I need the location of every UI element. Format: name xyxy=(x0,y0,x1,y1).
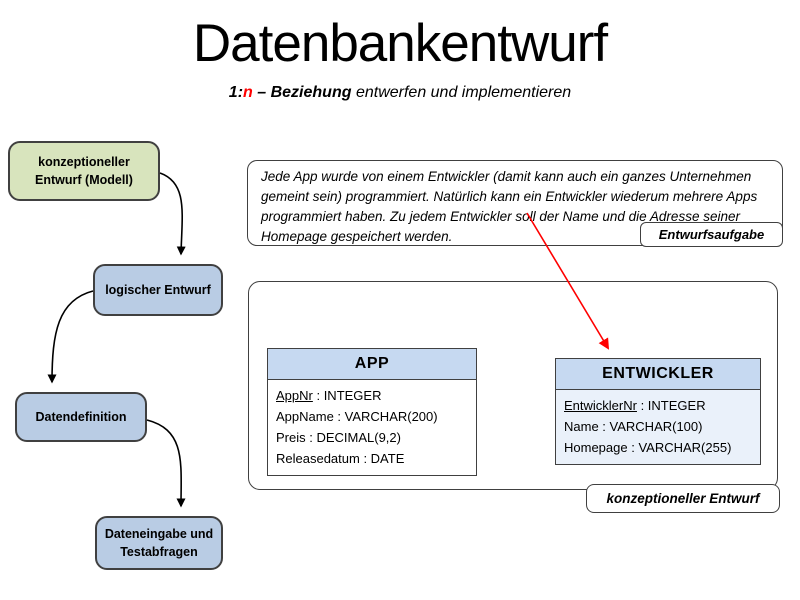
task-note-box: Jede App wurde von einem Entwickler (dam… xyxy=(247,160,783,246)
attribute-row: EntwicklerNr : INTEGER xyxy=(564,395,752,416)
flow-step-konzeptioneller-entwurf: konzeptioneller Entwurf (Modell) xyxy=(8,141,160,201)
entity-table-entwickler: ENTWICKLER EntwicklerNr : INTEGER Name :… xyxy=(555,358,761,465)
flow-step-label-line2: Entwurf (Modell) xyxy=(35,173,133,187)
attribute-row: AppName : VARCHAR(200) xyxy=(276,406,468,427)
attribute-type: : VARCHAR(100) xyxy=(598,419,703,434)
attribute-name: Name xyxy=(564,419,599,434)
attribute-name: AppName xyxy=(276,409,334,424)
entity-table-app-attributes: AppNr : INTEGER AppName : VARCHAR(200) P… xyxy=(268,380,476,475)
entity-table-entwickler-title: ENTWICKLER xyxy=(556,359,760,390)
flow-step-label: logischer Entwurf xyxy=(105,282,211,297)
attribute-row: Homepage : VARCHAR(255) xyxy=(564,437,752,458)
flow-step-dateneingabe: Dateneingabe und Testabfragen xyxy=(95,516,223,570)
attribute-row: Preis : DECIMAL(9,2) xyxy=(276,427,468,448)
attribute-type: : DECIMAL(9,2) xyxy=(305,430,401,445)
entity-table-entwickler-attributes: EntwicklerNr : INTEGER Name : VARCHAR(10… xyxy=(556,390,760,464)
arrow-step2-to-step3 xyxy=(47,290,94,384)
entity-table-app-title: APP xyxy=(268,349,476,380)
page-subtitle: 1:n – Beziehung entwerfen und implementi… xyxy=(0,84,800,102)
frame-badge: konzeptioneller Entwurf xyxy=(586,484,780,513)
attribute-name: Releasedatum xyxy=(276,451,360,466)
attribute-row: Releasedatum : DATE xyxy=(276,448,468,469)
flow-step-label-line1: Dateneingabe und xyxy=(104,526,214,541)
page-title: Datenbankentwurf xyxy=(192,14,608,73)
subtitle-cardinality-n: n xyxy=(243,84,253,101)
subtitle-tail: entwerfen und implementieren xyxy=(351,84,572,101)
task-badge: Entwurfsaufgabe xyxy=(640,222,783,247)
task-note-text: Jede App wurde von einem Entwickler (dam… xyxy=(261,169,758,244)
flow-step-label-line2: Testabfragen xyxy=(120,545,198,559)
attribute-type: : VARCHAR(200) xyxy=(333,409,438,424)
attribute-type: : VARCHAR(255) xyxy=(627,440,732,455)
flow-step-label-line1: konzeptioneller xyxy=(38,154,130,169)
entity-table-app: APP AppNr : INTEGER AppName : VARCHAR(20… xyxy=(267,348,477,476)
attribute-type: : INTEGER xyxy=(312,388,382,403)
attribute-type: : DATE xyxy=(359,451,405,466)
attribute-name: AppNr xyxy=(276,388,313,403)
flow-step-datendefinition: Datendefinition xyxy=(15,392,147,442)
flow-step-label: Datendefinition xyxy=(35,409,127,424)
subtitle-cardinality-one: 1: xyxy=(228,84,244,101)
attribute-row: Name : VARCHAR(100) xyxy=(564,416,752,437)
flow-step-logischer-entwurf: logischer Entwurf xyxy=(93,264,223,316)
attribute-type: : INTEGER xyxy=(636,398,706,413)
attribute-name: EntwicklerNr xyxy=(564,398,637,413)
subtitle-relation-word: – Beziehung xyxy=(252,84,352,101)
arrow-step3-to-step4 xyxy=(146,419,186,508)
attribute-name: Preis xyxy=(276,430,306,445)
attribute-name: Homepage xyxy=(564,440,628,455)
attribute-row: AppNr : INTEGER xyxy=(276,385,468,406)
arrow-step1-to-step2 xyxy=(159,172,186,256)
